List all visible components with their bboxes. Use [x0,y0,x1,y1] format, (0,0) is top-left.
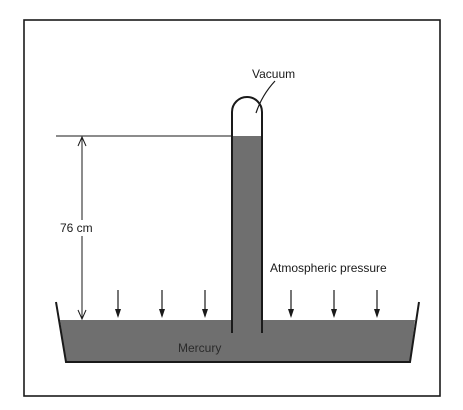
height-label-bg [58,220,106,236]
pressure-arrow [331,290,337,318]
barometer-tube [231,96,263,333]
pressure-arrow [159,290,165,318]
pressure-arrow [115,290,121,318]
pressure-arrow [374,290,380,318]
vacuum-label: Vacuum [252,67,295,81]
height-arrowhead-bottom [77,309,87,321]
pressure-arrow [202,290,208,318]
height-label: 76 cm [60,221,93,235]
vacuum-leader-line [255,80,276,114]
dish-outline [55,301,420,363]
mercury-dish-fill [60,320,415,362]
figure-frame [23,19,441,397]
mercury-label: Mercury [178,341,221,355]
height-arrowhead-top [77,135,87,147]
mercury-column [232,136,262,333]
pressure-arrow [288,290,294,318]
atmospheric-pressure-label: Atmospheric pressure [270,261,387,275]
